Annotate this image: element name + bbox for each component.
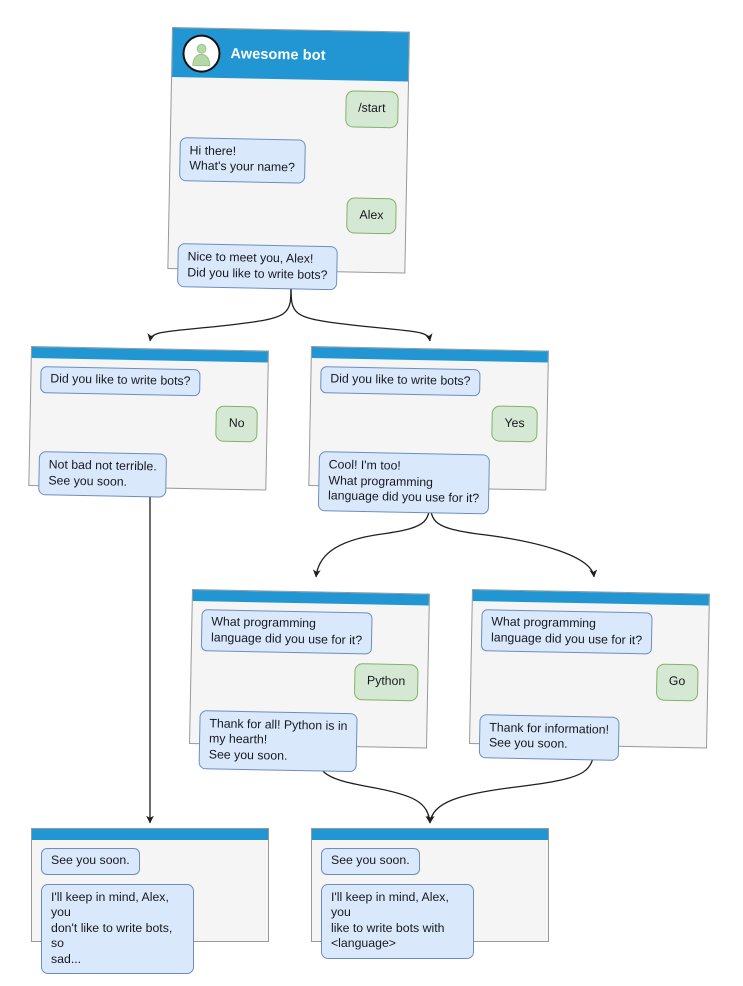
- message-bot: See you soon.: [321, 848, 420, 875]
- message-user: Alex: [346, 196, 397, 235]
- message-user: Go: [655, 663, 699, 701]
- node-end-happy-header: [312, 829, 548, 840]
- message-bot: Hi there! What's your name?: [179, 136, 306, 184]
- node-python-branch[interactable]: What programming language did you use fo…: [189, 589, 430, 773]
- node-end-sad[interactable]: See you soon. I'll keep in mind, Alex, y…: [31, 828, 269, 974]
- message-bot: Did you like to write bots?: [40, 366, 201, 396]
- message-user: No: [215, 405, 258, 443]
- message-user: Python: [353, 663, 419, 701]
- node-end-happy-body: See you soon. I'll keep in mind, Alex, y…: [312, 840, 548, 971]
- message-bot: What programming language did you use fo…: [200, 609, 373, 655]
- message-user: /start: [344, 90, 399, 128]
- node-python-branch-body: What programming language did you use fo…: [189, 601, 428, 785]
- node-end-sad-header: [32, 829, 268, 840]
- bot-name-label: Awesome bot: [230, 45, 326, 64]
- message-bot: Thank for information! See you soon.: [478, 713, 620, 761]
- message-bot: Did you like to write bots?: [320, 366, 481, 396]
- node-go-branch-body: What programming language did you use fo…: [470, 601, 709, 774]
- node-yes-branch[interactable]: Did you like to write bots? Yes Cool! I'…: [308, 346, 549, 514]
- message-user: Yes: [491, 404, 538, 443]
- message-bot: Thank for all! Python is in my hearth! S…: [198, 709, 358, 773]
- node-root[interactable]: Awesome bot /start Hi there! What's your…: [167, 27, 410, 291]
- message-bot: I'll keep in mind, Alex, you like to wri…: [321, 883, 474, 959]
- message-bot: Not bad not terrible. See you soon.: [38, 451, 167, 498]
- message-bot: I'll keep in mind, Alex, you don't like …: [41, 883, 194, 974]
- node-no-branch-body: Did you like to write bots? No Not bad n…: [29, 358, 268, 512]
- message-bot: See you soon.: [41, 848, 140, 875]
- node-root-body: /start Hi there! What's your name? Alex …: [168, 77, 408, 303]
- node-yes-branch-body: Did you like to write bots? Yes Cool! I'…: [309, 358, 548, 527]
- node-root-header: Awesome bot: [172, 28, 409, 82]
- node-end-happy[interactable]: See you soon. I'll keep in mind, Alex, y…: [311, 828, 549, 959]
- person-avatar-icon: [182, 33, 221, 73]
- message-bot: What programming language did you use fo…: [480, 609, 653, 655]
- node-go-branch[interactable]: What programming language did you use fo…: [469, 589, 710, 761]
- node-end-sad-body: See you soon. I'll keep in mind, Alex, y…: [32, 840, 268, 986]
- message-bot: Nice to meet you, Alex! Did you like to …: [177, 243, 338, 291]
- message-bot: Cool! I'm too! What programming language…: [317, 451, 491, 514]
- node-no-branch[interactable]: Did you like to write bots? No Not bad n…: [28, 346, 269, 498]
